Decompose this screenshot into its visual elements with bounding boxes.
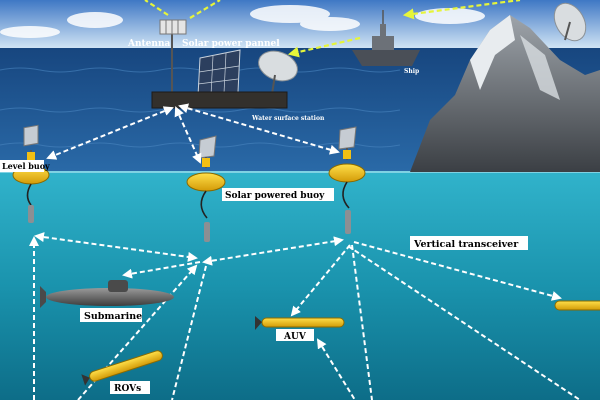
label-transceiver-box: Vertical transceiver [410,236,528,250]
satellite-dish-icon [553,2,587,42]
water-surface-station [151,91,288,109]
solar-panel-icon [197,49,298,97]
label-level-buoy: Level buoy [2,161,50,171]
label-level-buoy-box: Level buoy [0,160,50,172]
acoustic-links [29,103,581,400]
label-antenna: Antenna [127,39,170,49]
buoy-right [328,126,366,234]
rov-icon [81,350,163,386]
label-rovs-box: ROVs [110,381,150,394]
label-submarine-box: Submarine [80,308,142,322]
satellite-links [144,0,521,58]
ship-icon [352,10,420,66]
label-rovs: ROVs [114,384,141,394]
label-solar-buoy: Solar powered buoy [225,191,325,201]
antenna-icon [159,19,187,92]
label-auv: AUV [283,332,307,342]
buoy-icon [328,126,366,234]
auv-icon [554,300,600,311]
label-solar-panel: Solar power pannel [182,39,280,49]
auv-icon [255,316,345,330]
label-auv-box: AUV [276,329,314,342]
label-water-surface-station: Water surface station [251,115,325,122]
mountain-icon [410,15,600,172]
label-solar-buoy-box: Solar powered buoy [222,188,334,201]
label-submarine: Submarine [84,311,142,322]
submarine-icon [40,280,174,308]
label-transceiver: Vertical transceiver [413,239,519,250]
underwater-zone [0,172,600,400]
label-ship: Ship [404,68,419,75]
